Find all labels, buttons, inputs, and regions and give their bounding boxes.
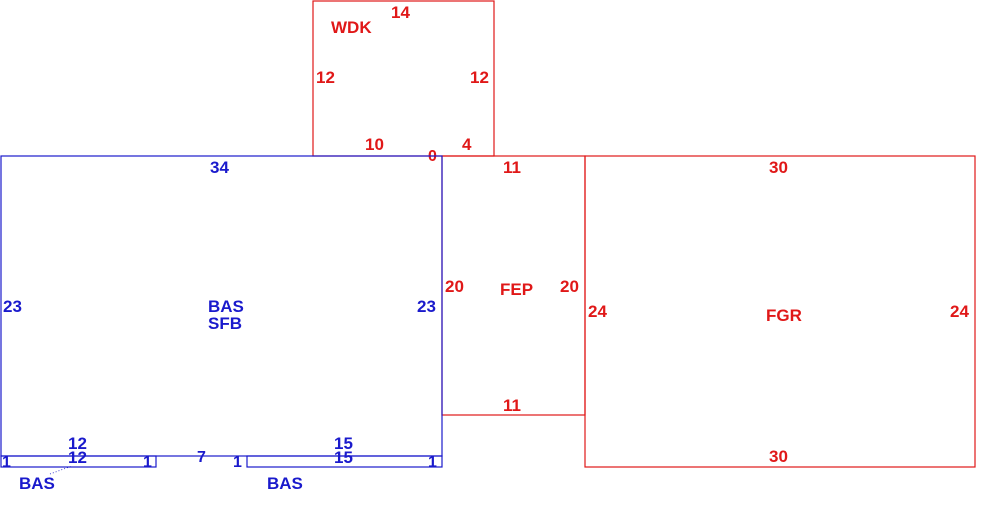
bas-right-dim-bottom: 15 xyxy=(334,448,353,467)
bas-right-dim-right: 1 xyxy=(428,454,437,471)
fep-label: FEP xyxy=(500,280,533,299)
gap-dim: 7 xyxy=(197,449,206,466)
bas-left-dim-top: 12 xyxy=(68,434,87,453)
bas-sfb-dim-right: 23 xyxy=(417,297,436,316)
bas-left-dim-bottom: 12 xyxy=(68,448,87,467)
bas-sfb-dim-left: 23 xyxy=(3,297,22,316)
bas-left-leader xyxy=(49,465,73,475)
bas-left-dim-left: 1 xyxy=(2,454,11,471)
bas-right-outline xyxy=(246,455,443,468)
wdk-dim-top: 14 xyxy=(391,3,410,22)
wdk-dim-bottom-right: 4 xyxy=(462,135,472,154)
bas-sfb-label-2: SFB xyxy=(208,314,242,333)
bas-sfb-dim-top: 34 xyxy=(210,158,229,177)
bas-left-label: BAS xyxy=(19,474,55,493)
fep-dim-right: 20 xyxy=(560,277,579,296)
bas-sfb-label-1: BAS xyxy=(208,297,244,316)
fgr-outline xyxy=(584,155,976,468)
fgr-dim-right: 24 xyxy=(950,302,969,321)
bas-right-dim-left: 1 xyxy=(233,454,242,471)
wdk-dim-bottom-left: 10 xyxy=(365,135,384,154)
bas-right-label: BAS xyxy=(267,474,303,493)
bas-left-outline xyxy=(0,455,157,468)
wdk-label: WDK xyxy=(331,18,372,37)
wdk-dim-left: 12 xyxy=(316,68,335,87)
fgr-dim-left: 24 xyxy=(588,302,607,321)
fgr-label: FGR xyxy=(766,306,802,325)
fep-dim-top: 11 xyxy=(503,158,521,177)
bas-right-dim-top: 15 xyxy=(334,434,353,453)
wdk-dim-right: 12 xyxy=(470,68,489,87)
fep-dim-bottom: 11 xyxy=(503,396,521,415)
bas-sfb-outline xyxy=(0,155,443,457)
bas-left-dim-right: 1 xyxy=(143,454,152,471)
fgr-dim-bottom: 30 xyxy=(769,447,788,466)
fep-dim-left: 20 xyxy=(445,277,464,296)
fgr-dim-top: 30 xyxy=(769,158,788,177)
